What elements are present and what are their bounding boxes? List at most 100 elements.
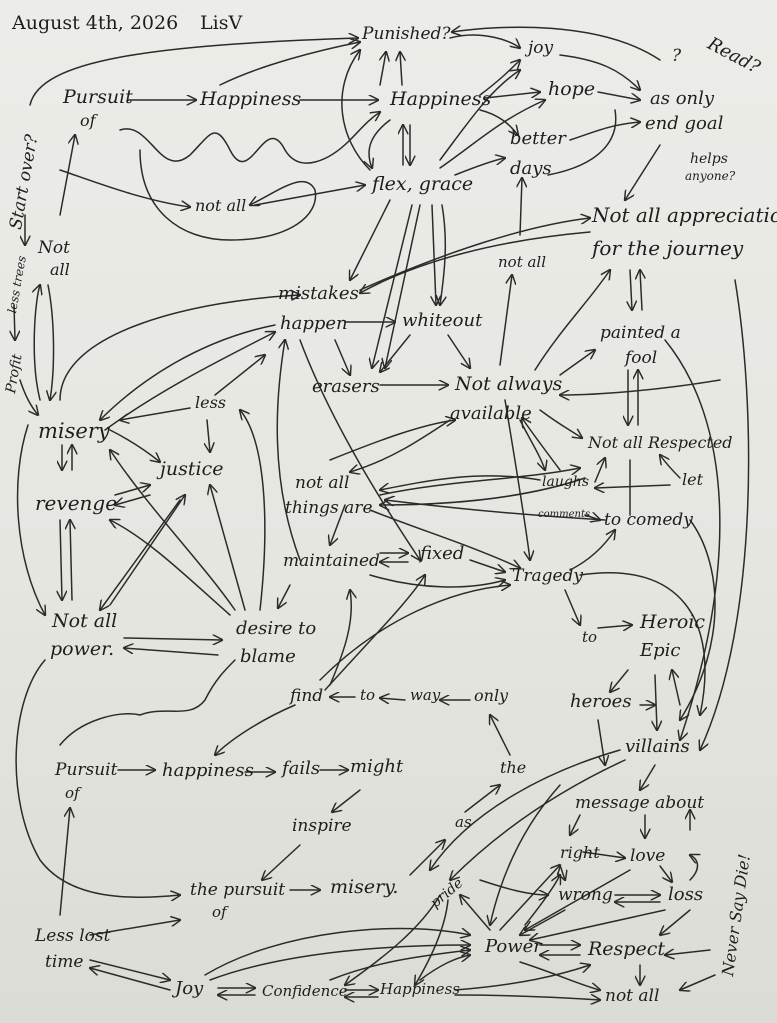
arrow-joy-time [90, 968, 171, 991]
node-not-all-respected: Not all Respected [588, 433, 733, 452]
arrow-let-laughs [595, 485, 671, 488]
arrow-painted-journey [640, 270, 642, 311]
arrow-happen-fixed [299, 339, 420, 560]
node-hope: hope [548, 78, 596, 100]
arrow-happiness-better [479, 109, 518, 135]
arrow-available-respected [539, 409, 582, 438]
arrow-flex-whiteout-2 [440, 204, 445, 305]
arrow-power-revenge [70, 520, 72, 601]
arrow-find-tragedy [319, 585, 510, 681]
arrow-revenge-power [60, 519, 62, 600]
arrow-way-to [380, 698, 406, 700]
node-the-pursuit: the pursuit [190, 880, 286, 900]
arrow-misery-notall [34, 285, 40, 401]
arrow-mistakes-appreciation [359, 218, 590, 291]
node-time: time [45, 952, 84, 972]
arrow-comments-comedy [584, 515, 600, 520]
arrow-desire-less [240, 410, 266, 611]
arrow-endgoal-appreciation [625, 144, 661, 200]
arrow-happiness-notall [454, 995, 600, 1000]
node-loss: loss [668, 884, 704, 905]
arrow-whiteout-erasers [380, 334, 411, 372]
node-helps: helps [690, 151, 728, 167]
arrow-love-power [525, 869, 631, 930]
arrow-flex-joy [439, 70, 520, 161]
arrow-heroes-message [597, 719, 605, 765]
arrow-power-notall [519, 961, 600, 990]
node-misery-bottom: misery. [330, 876, 399, 898]
arrow-message-power [490, 784, 561, 925]
arrow-pride-happiness [415, 899, 449, 985]
node-let: let [682, 470, 704, 489]
arrow-loss-respect [660, 909, 691, 935]
curve-left-lower [15, 659, 180, 897]
node-happiness-top1: Happiness [200, 88, 302, 110]
arrow-happiness-respect [454, 965, 590, 991]
arrow-tragedy-to [564, 589, 580, 625]
arrow-happiness-joy [479, 60, 520, 96]
node-of-low: of [65, 784, 80, 802]
node-message-about: message about [575, 793, 705, 813]
arrow-laughs-respected [594, 458, 605, 483]
node-things-are: things are [285, 498, 373, 518]
arrow-lesstrees-profit [14, 304, 15, 340]
arrow-neversay-notall [680, 974, 716, 990]
node-as-only: as only [650, 88, 715, 109]
header-date: August 4th, 2026 [12, 12, 179, 34]
arrow-loss-power [530, 909, 666, 940]
curve-right-1 [700, 279, 750, 750]
arrow-find-fixed [324, 575, 425, 691]
node-fails: fails [282, 758, 321, 779]
arrow-misery-as [409, 840, 445, 876]
node-power-bottom: Power [485, 936, 542, 957]
loop-not-all [139, 149, 317, 241]
arrow-thingsare-respected [379, 468, 580, 496]
node-heroes: heroes [570, 691, 632, 712]
node-for-the-journey: for the journey [592, 236, 744, 260]
arrow-the-only [490, 715, 511, 756]
curve-right-3 [680, 519, 716, 720]
arrow-flex-hope [439, 100, 545, 169]
arrow-right-love [582, 851, 625, 858]
node-all: all [50, 260, 70, 279]
curve-right-2 [664, 339, 721, 740]
loop-lower [59, 659, 236, 746]
node-heroic: Heroic [640, 611, 706, 633]
arrow-find-happiness [215, 704, 296, 755]
arrow-might-inspire [332, 789, 361, 812]
arrow-right-notalways [560, 379, 721, 395]
node-not: Not [38, 238, 70, 258]
node-happiness-bottom: Happiness [380, 980, 460, 998]
node-maintained: maintained [283, 551, 380, 571]
arrow-desire-misery [110, 450, 236, 611]
arrow-epic-villains [655, 674, 657, 730]
arrow-pride-wrong [479, 879, 548, 895]
node-laughs: laughs [542, 474, 590, 490]
arrow-love-loss [659, 865, 672, 882]
arrow-notalways-notall [499, 275, 512, 366]
node-not-always: Not always [455, 373, 563, 395]
node-might: might [350, 756, 404, 777]
arrow-flex-punished [341, 50, 371, 171]
arrows-flex-erasers [372, 204, 413, 368]
arrow-villains-misery [430, 749, 621, 870]
arrow-notall-misery [48, 284, 54, 400]
node-end-goal: end goal [645, 113, 724, 134]
node-happiness-top2: Happiness [390, 88, 492, 110]
node-not-all-1: not all [195, 196, 247, 215]
node-pursuit-low: Pursuit [55, 760, 118, 780]
arrow-joy-punished [452, 27, 661, 61]
node-painted-a: painted a [600, 323, 681, 343]
arrow-flex-better [454, 158, 505, 176]
arrow-message-right [570, 814, 581, 835]
node-joy-bottom: Joy [175, 978, 204, 999]
arrow-revenge-justice [114, 485, 150, 496]
arrow-notall-maintained [330, 504, 346, 545]
node-to-comedy: to comedy [604, 510, 693, 530]
node-power-left: power. [50, 638, 115, 660]
node-flex-grace: flex, grace [372, 173, 474, 195]
arrow-happiness-hope [484, 92, 540, 99]
arrow-desire-revenge [110, 520, 231, 616]
arrow-pursuit-up [59, 135, 75, 216]
